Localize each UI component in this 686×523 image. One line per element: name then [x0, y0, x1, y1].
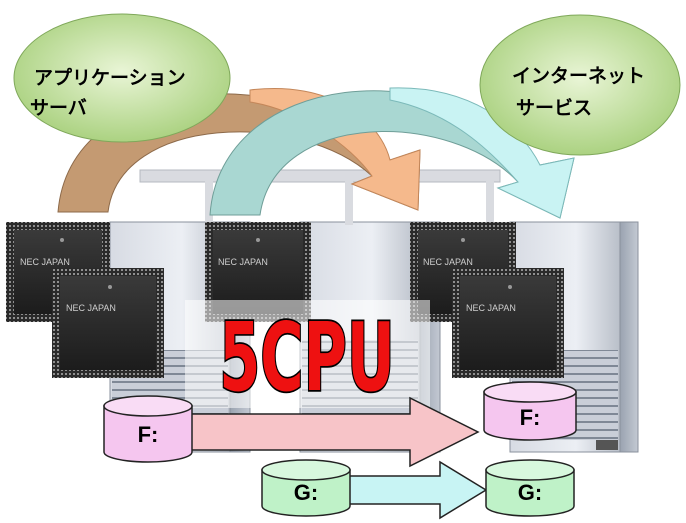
- cloud-right-line2: サービス: [516, 97, 592, 119]
- arrow-f-copy: [189, 396, 480, 468]
- cloud-left-line2: サーバ: [30, 97, 87, 119]
- disk-f-target: F:: [483, 381, 577, 441]
- disk-g-source-label: G:: [294, 480, 318, 505]
- cpu-chip-2: NEC JAPAN: [52, 268, 164, 378]
- arrow-g-copy: [339, 460, 488, 520]
- cpu-text-panel: [185, 300, 430, 408]
- cpu-chip-2-label: NEC JAPAN: [66, 303, 116, 313]
- cpu-count-label: 5CPU: [219, 303, 395, 413]
- cpu-chip-1-label: NEC JAPAN: [20, 257, 70, 267]
- cpu-chip-3-label: NEC JAPAN: [218, 257, 268, 267]
- cloud-application-server: アプリケーション サーバ: [13, 13, 231, 143]
- cpu-chip-5: NEC JAPAN: [452, 268, 564, 378]
- disk-f-target-label: F:: [520, 405, 541, 430]
- disk-g-source: G:: [261, 459, 351, 517]
- disk-f-source-label: F:: [138, 422, 159, 447]
- cpu-chip-5-label: NEC JAPAN: [466, 303, 516, 313]
- cloud-left-line1: アプリケーション: [34, 66, 186, 89]
- disk-g-target: G:: [485, 459, 575, 517]
- disk-f-source: F:: [103, 395, 193, 463]
- cloud-internet-service: インターネット サービス: [479, 14, 681, 156]
- disk-g-target-label: G:: [518, 480, 542, 505]
- cpu-chip-4-label: NEC JAPAN: [423, 257, 473, 267]
- rack-bar: [139, 169, 501, 225]
- cloud-right-line1: インターネット: [512, 65, 645, 87]
- arrow-teal-cyan: [209, 87, 575, 219]
